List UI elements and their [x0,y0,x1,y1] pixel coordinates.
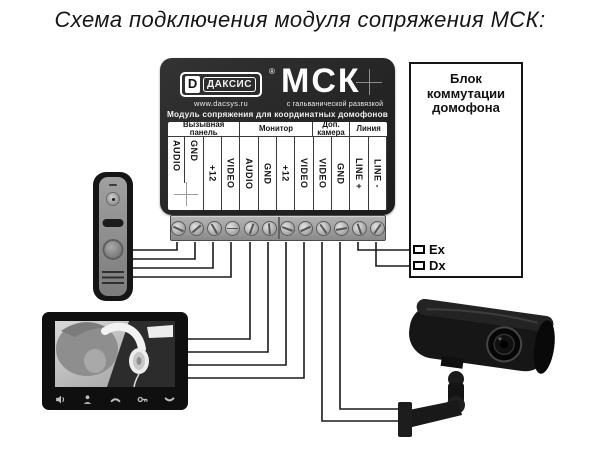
daksis-logo-box: D ДАКСИС [180,72,262,97]
terminal-label: +12 [277,137,296,210]
talk-handset-icon [110,394,121,405]
screw-terminal-icon [351,221,367,236]
screw-terminal-icon [224,221,240,236]
terminal-label: LINE + [350,137,369,210]
registered-mark: ® [269,67,275,76]
daksis-logo: D ДАКСИС www.dacsys.ru [173,72,269,108]
wire [357,242,414,251]
ex-terminal-label: Ex [429,241,445,257]
monitor-screen [55,321,175,387]
section-header-row: Вызывная панель Монитор Доп. камера Лини… [168,120,387,137]
module-tagline: с гальванической развязкой [286,101,384,108]
terminal-label: VIDEO [314,137,332,210]
screw-terminal-icon [243,221,259,236]
switch-box-title: Блок коммутации домофона [426,71,506,116]
dx-terminal-label: Dx [429,257,446,273]
daksis-d-icon: D [185,76,201,93]
section-monitor: Монитор [239,122,311,136]
terminal-label-row: AUDIO GND +12 VIDEO AUDIO GND +12 VIDEO … [168,137,387,210]
screw-terminal-icon [333,221,349,236]
panel-camera-lens-icon [106,192,120,206]
terminal-label: GND [259,137,277,210]
door-panel-device [93,172,133,301]
terminal-label: +12 [204,137,222,210]
screw-terminal-icon [261,221,277,236]
screw-terminal-icon [297,221,313,236]
screw-terminal-icon [170,221,186,236]
terminal-label: LINE - [369,137,387,210]
dx-terminal: Dx [413,257,446,273]
terminal-block [170,215,386,241]
screen-image [55,321,175,387]
ex-terminal: Ex [413,241,445,257]
screw-terminal-icon [369,221,385,236]
call-button-icon [102,239,124,260]
person-icon [82,394,93,405]
page-title: Схема подключения модуля сопряжения МСК: [54,7,546,32]
wire [187,242,269,353]
msk-module: D ДАКСИС www.dacsys.ru ® МСК с гальванич… [160,58,395,215]
cross-mark-icon [174,182,198,206]
speaker-icon [55,394,66,405]
terminal-label: AUDIO [168,137,186,210]
key-icon [137,394,148,405]
terminal-block-divider [278,217,280,239]
terminal-label: GND [185,137,204,210]
mic-slot-icon [109,184,117,186]
hangup-handset-icon [164,394,175,405]
ir-window-icon [102,219,124,227]
terminal-label: AUDIO [240,137,259,210]
monitor-device [42,312,188,410]
terminal-label-panel: Вызывная панель Монитор Доп. камера Лини… [168,120,387,210]
speaker-grille-icon [102,271,124,287]
model-name: МСК [281,62,361,100]
wire [132,242,214,269]
terminal-label: VIDEO [222,137,241,210]
terminal-label: VIDEO [295,137,314,210]
screw-terminal-icon [206,221,222,236]
brand-name: ДАКСИС [203,77,256,92]
switch-box: Блок коммутации домофона Ex Dx [409,62,523,278]
wire [132,242,196,260]
screw-terminal-icon [315,221,331,236]
screw-terminal-icon [279,221,295,236]
section-extra-camera: Доп. камера [311,121,350,136]
screw-terminal-icon [188,221,204,236]
section-line: Линия [349,122,387,136]
wire [187,242,251,340]
module-subtitle: Модуль сопряжения для координатных домоф… [166,110,389,119]
wire [132,242,178,251]
terminal-label: GND [332,137,351,210]
wire [187,242,287,366]
wire [132,242,232,278]
section-call-panel: Вызывная панель [183,120,225,137]
cctv-camera-device [398,299,555,437]
wire [187,242,305,379]
monitor-button-row [55,393,175,405]
cross-mark-icon [356,69,382,95]
wire [321,242,403,422]
brand-website: www.dacsys.ru [194,99,248,108]
ex-terminal-icon [413,244,425,254]
door-panel-face [99,177,127,296]
dx-terminal-icon [413,260,425,270]
